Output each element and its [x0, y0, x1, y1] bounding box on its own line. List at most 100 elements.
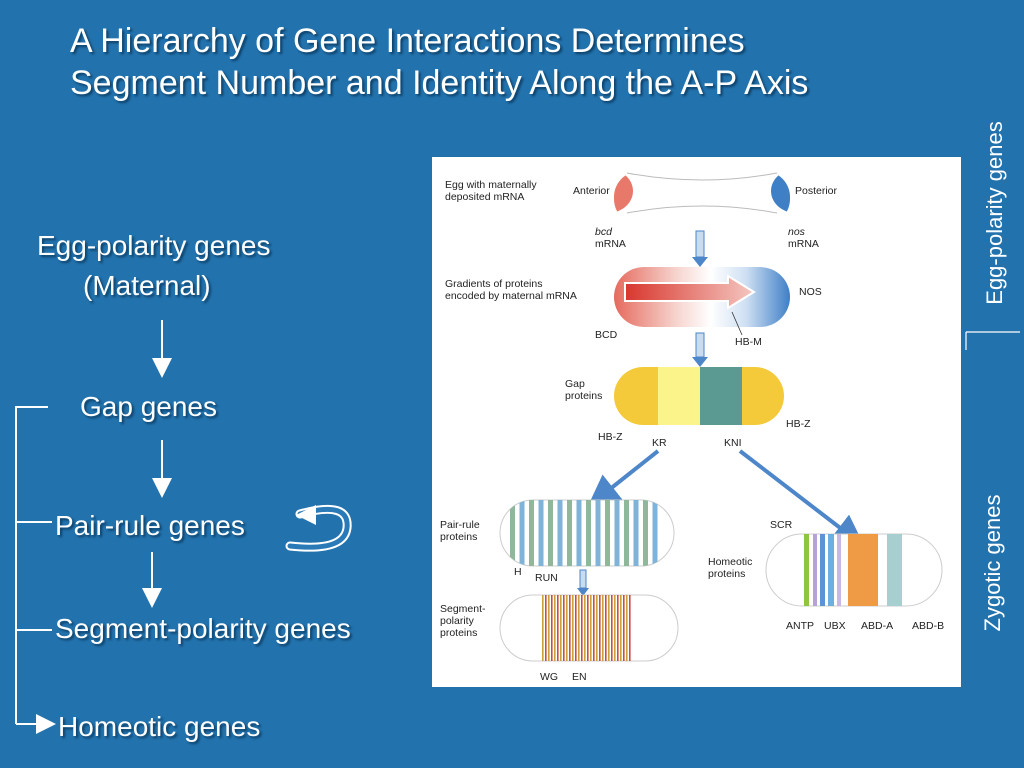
segment-polarity-stripe [593, 595, 595, 661]
segment-polarity-stripe [587, 595, 589, 661]
pair-rule-stripe [605, 500, 610, 566]
nos-mrna-label: mRNA [788, 238, 819, 250]
pair-rule-stripe [567, 500, 572, 566]
seg-caption-1: Segment- [440, 603, 486, 615]
pair-rule-embryo [510, 500, 658, 566]
segment-polarity-embryo [542, 595, 631, 661]
segment-polarity-stripe [578, 595, 580, 661]
segment-polarity-stripe [581, 595, 583, 661]
title-line-1: A Hierarchy of Gene Interactions Determi… [70, 22, 745, 60]
gap-caption-2: proteins [565, 390, 602, 402]
egg-embryo [614, 171, 790, 225]
egg-caption-2: deposited mRNA [445, 191, 524, 203]
homeotic-caption-2: proteins [708, 568, 745, 580]
abda-label: ABD-A [861, 620, 893, 632]
segment-polarity-stripe [560, 595, 562, 661]
segment-polarity-stripe [629, 595, 631, 661]
gradient-caption-2: encoded by maternal mRNA [445, 290, 577, 302]
bcd-label: bcd [595, 226, 613, 238]
seg-caption-2: polarity [440, 615, 475, 627]
pair-rule-stripe [576, 500, 582, 566]
down-arrow-3-icon [577, 569, 589, 596]
segment-polarity-stripe [626, 595, 628, 661]
segment-polarity-stripe [563, 595, 565, 661]
pair-rule-caption-2: proteins [440, 531, 477, 543]
anterior-label: Anterior [573, 185, 610, 197]
pair-rule-genes-label: Pair-rule genes [55, 510, 245, 541]
embryo-diagram: Egg with maternally deposited mRNA Anter… [440, 171, 944, 683]
pair-rule-stripe [624, 500, 629, 566]
pair-rule-stripe [614, 500, 620, 566]
segment-polarity-stripe [608, 595, 610, 661]
segment-polarity-stripe [605, 595, 607, 661]
pair-rule-stripe [529, 500, 534, 566]
segment-polarity-stripe [575, 595, 577, 661]
posterior-label: Posterior [795, 185, 838, 197]
h-label: H [514, 566, 522, 578]
segment-polarity-stripe [611, 595, 613, 661]
arrow-to-pair-rule-icon [587, 449, 660, 507]
pair-rule-stripe [548, 500, 553, 566]
homeotic-embryo [804, 534, 902, 606]
segment-polarity-stripe [596, 595, 598, 661]
hbz-right-label: HB-Z [786, 418, 811, 430]
en-label: EN [572, 671, 587, 683]
segment-polarity-stripe [572, 595, 574, 661]
pair-rule-stripe [643, 500, 648, 566]
loop-arrow-icon [285, 504, 352, 552]
segment-polarity-stripe [551, 595, 553, 661]
segment-polarity-stripe [554, 595, 556, 661]
segment-polarity-stripe [599, 595, 601, 661]
homeotic-caption-1: Homeotic [708, 556, 752, 568]
segment-polarity-stripe [584, 595, 586, 661]
gradient-arrow-icon [624, 274, 756, 310]
segment-polarity-stripe [557, 595, 559, 661]
segment-polarity-stripe [542, 595, 544, 661]
nos-protein-label: NOS [799, 286, 822, 298]
maternal-label: (Maternal) [83, 270, 211, 301]
kni-label: KNI [724, 437, 742, 449]
segment-polarity-stripe [590, 595, 592, 661]
down-arrow-2-icon [692, 332, 708, 367]
segment-polarity-genes-label: Segment-polarity genes [55, 613, 351, 644]
pair-rule-stripe [538, 500, 544, 566]
segment-polarity-stripe [602, 595, 604, 661]
run-label: RUN [535, 572, 558, 584]
egg-caption-1: Egg with maternally [445, 179, 537, 191]
gap-caption-1: Gap [565, 378, 585, 390]
hbm-label: HB-M [735, 336, 762, 348]
pair-rule-stripe [595, 500, 601, 566]
bracket-line [15, 406, 48, 724]
segment-polarity-stripe [548, 595, 550, 661]
segment-polarity-stripe [623, 595, 625, 661]
kr-label: KR [652, 437, 667, 449]
segment-polarity-stripe [569, 595, 571, 661]
arrow-to-homeotic-icon [738, 449, 865, 547]
homeotic-genes-label: Homeotic genes [58, 711, 261, 742]
antp-label: ANTP [786, 620, 814, 632]
bcd-mrna-label: mRNA [595, 238, 626, 250]
segment-polarity-stripe [614, 595, 616, 661]
pair-rule-stripe [510, 500, 515, 566]
diagram-figure: Egg with maternally deposited mRNA Anter… [432, 157, 961, 687]
nos-label: nos [788, 226, 806, 238]
bcd-protein-label: BCD [595, 329, 618, 341]
hbz-left-label: HB-Z [598, 431, 623, 443]
pair-rule-caption-1: Pair-rule [440, 519, 480, 531]
pair-rule-stripe [519, 500, 525, 566]
pair-rule-stripe [633, 500, 639, 566]
segment-polarity-stripe [617, 595, 619, 661]
down-arrow-1-icon [692, 230, 708, 267]
side-label-egg-polarity: Egg-polarity genes [982, 121, 1007, 305]
pair-rule-stripe [652, 500, 658, 566]
pair-rule-stripe [557, 500, 563, 566]
slide-title: A Hierarchy of Gene Interactions Determi… [70, 20, 970, 104]
seg-caption-3: proteins [440, 627, 477, 639]
scr-label: SCR [770, 519, 793, 531]
ubx-label: UBX [824, 620, 846, 632]
title-line-2: Segment Number and Identity Along the A-… [70, 64, 809, 102]
pair-rule-stripe [586, 500, 591, 566]
side-label-zygotic: Zygotic genes [980, 494, 1005, 632]
abdb-label: ABD-B [912, 620, 944, 632]
